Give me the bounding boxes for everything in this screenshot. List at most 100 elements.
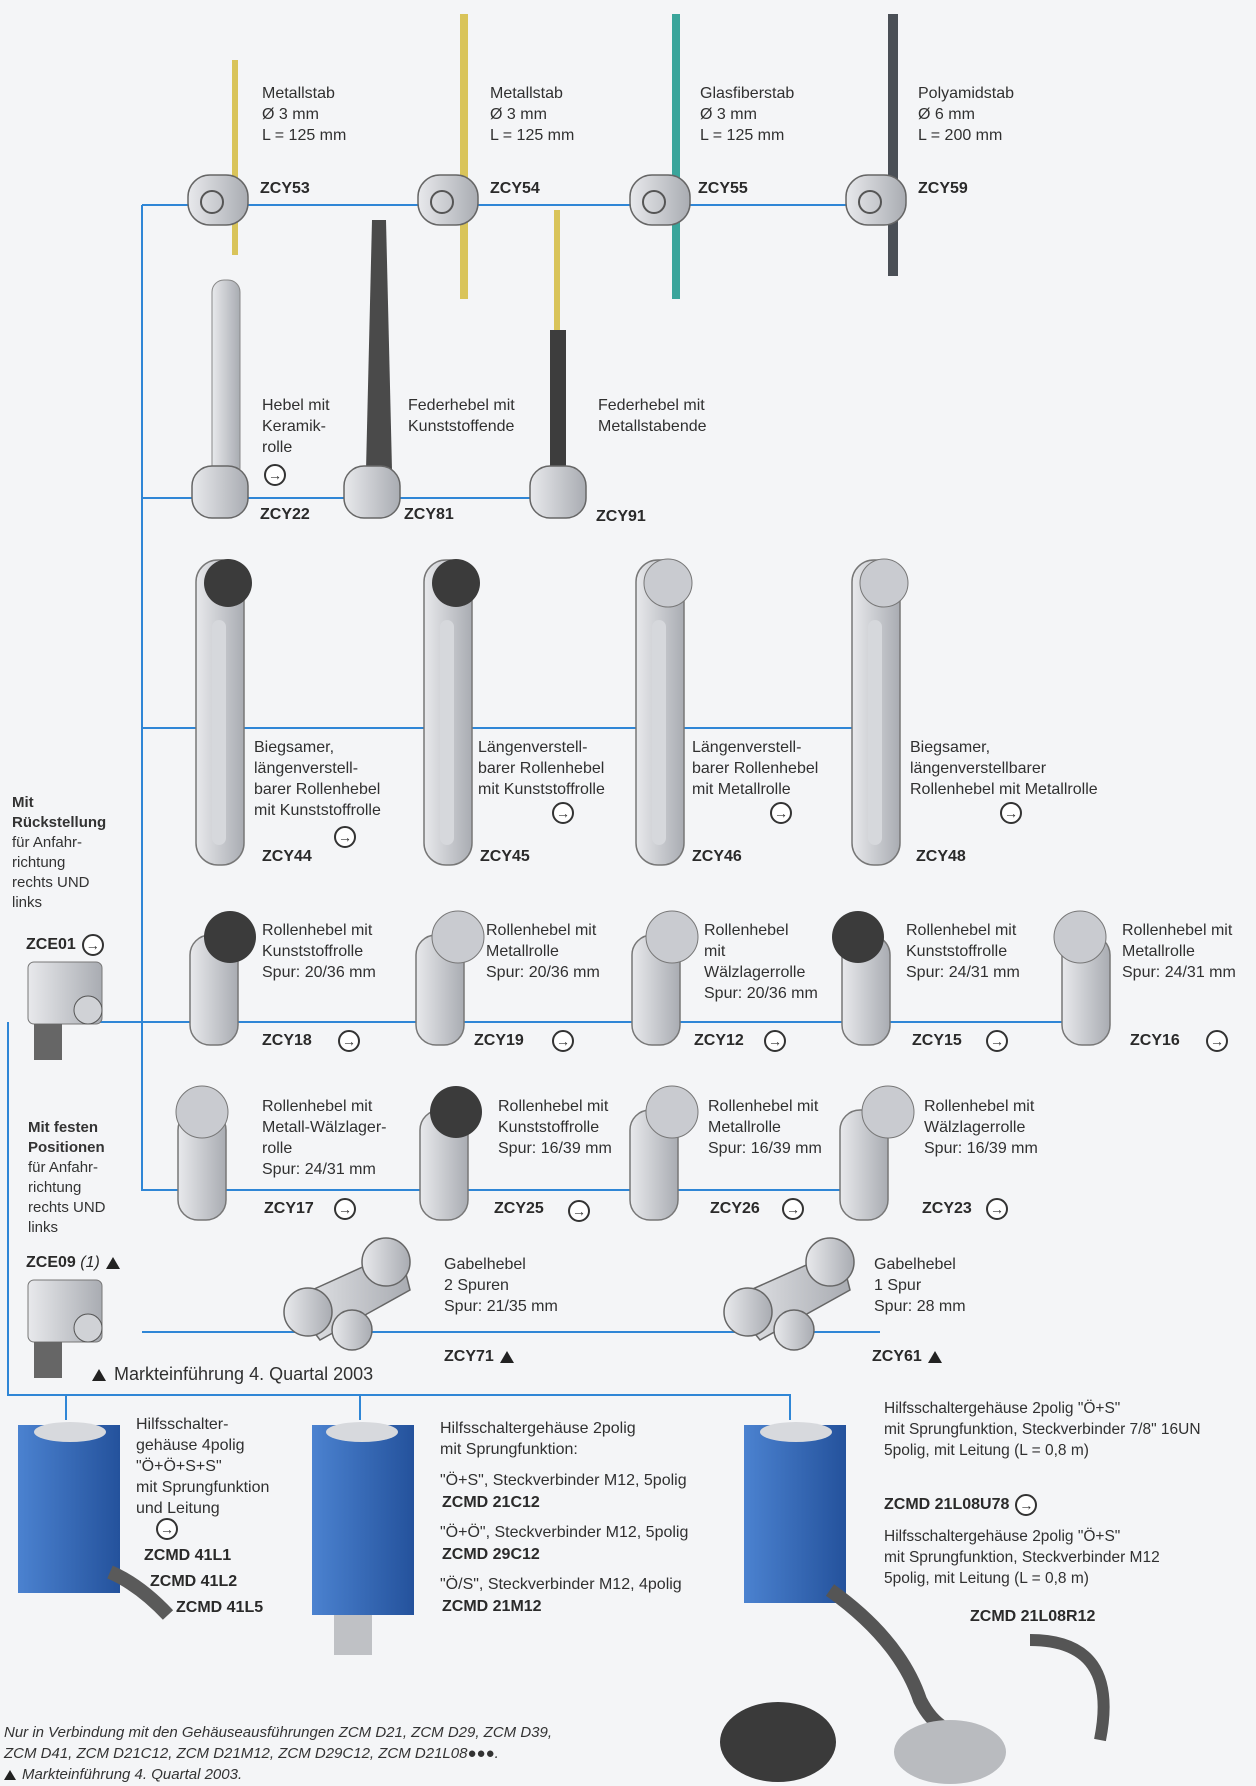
- arrow-icon: →: [552, 1030, 574, 1052]
- code-zcy54: ZCY54: [490, 180, 540, 197]
- arrow-icon: →: [264, 464, 286, 486]
- footer-line3: Markteinführung 4. Quartal 2003.: [4, 1766, 242, 1783]
- housing2-item3: "Ö/S", Steckverbinder M12, 4polig: [440, 1576, 682, 1593]
- code-zcy55: ZCY55: [698, 180, 748, 197]
- code-zcy59: ZCY59: [918, 180, 968, 197]
- rod-desc-zcy53: Metallstab Ø 3 mm L = 125 mm: [262, 85, 347, 144]
- adjustable-lever-illustrations: [195, 558, 909, 866]
- code-zcmd41l5: ZCMD 41L5: [176, 1599, 264, 1616]
- code-zcy17: ZCY17: [264, 1200, 314, 1217]
- lever-desc-zcy91: Federhebel mit Metallstabende: [598, 397, 707, 435]
- adj-desc-zcy45: Längenverstell- barer Rollenhebel mit Ku…: [478, 739, 605, 798]
- lever-illustrations: [191, 210, 587, 519]
- roller-desc-zcy15: Rollenhebel mit Kunststoffrolle Spur: 24…: [906, 922, 1020, 981]
- side-reset-text: für Anfahr- richtung rechts UND links: [12, 834, 90, 911]
- side-reset-label: Mit Rückstellung für Anfahr- richtung re…: [12, 793, 132, 913]
- roller-desc-zcy18: Rollenhebel mit Kunststoffrolle Spur: 20…: [262, 922, 376, 981]
- fixed-note: (1): [80, 1254, 100, 1271]
- arrow-icon: →: [334, 826, 356, 848]
- arrow-icon: →: [1206, 1030, 1228, 1052]
- triangle-icon: [499, 1350, 514, 1363]
- roller-desc-zcy12: Rollenhebel mit Wälzlagerrolle Spur: 20/…: [704, 922, 818, 1002]
- code-zcy15: ZCY15: [912, 1032, 962, 1049]
- code-zcy45: ZCY45: [480, 848, 530, 865]
- side-fixed-text: für Anfahr- richtung rechts UND links: [28, 1159, 106, 1236]
- rod-desc-zcy55: Glasfiberstab Ø 3 mm L = 125 mm: [700, 85, 795, 144]
- housing3-desc2: Hilfsschaltergehäuse 2polig "Ö+S" mit Sp…: [884, 1528, 1160, 1587]
- housing2-item1: "Ö+S", Steckverbinder M12, 5polig: [440, 1472, 687, 1489]
- code-zcmd21l08u78: ZCMD 21L08U78→: [884, 1494, 1038, 1516]
- roller-desc-zcy26: Rollenhebel mit Metallrolle Spur: 16/39 …: [708, 1098, 822, 1157]
- lever-desc-zcy22: Hebel mit Keramik- rolle: [262, 397, 330, 456]
- adj-desc-zcy46: Längenverstell- barer Rollenhebel mit Me…: [692, 739, 819, 798]
- arrow-icon: →: [81, 934, 104, 956]
- arrow-icon: →: [782, 1198, 804, 1220]
- code-zcy91: ZCY91: [596, 508, 646, 525]
- lever-desc-zcy81: Federhebel mit Kunststoffende: [408, 397, 515, 435]
- triangle-icon: [92, 1369, 106, 1382]
- arrow-icon: →: [568, 1200, 590, 1222]
- code-zcmd29c12: ZCMD 29C12: [442, 1546, 540, 1563]
- roller-row2-illustrations: [175, 1085, 915, 1221]
- housing-illustrations: [18, 1422, 1110, 1784]
- code-zcmd41l2: ZCMD 41L2: [150, 1573, 238, 1590]
- code-zce01: ZCE01→: [26, 934, 104, 956]
- side-fixed-title: Mit festen Positionen: [28, 1119, 105, 1156]
- arrow-icon: →: [986, 1198, 1008, 1220]
- footer-line3-text: Markteinführung 4. Quartal 2003.: [22, 1766, 243, 1783]
- code-zcy81: ZCY81: [404, 506, 454, 523]
- code-zcmd21m12: ZCMD 21M12: [442, 1598, 542, 1615]
- roller-desc-zcy17: Rollenhebel mit Metall-Wälzlager- rolle …: [262, 1098, 387, 1178]
- adj-desc-zcy48: Biegsamer, längenverstellbarer Rollenheb…: [910, 739, 1098, 798]
- code-zcy61: ZCY61: [872, 1348, 942, 1366]
- footer-line1: Nur in Verbindung mit den Gehäuseausführ…: [4, 1724, 553, 1741]
- code-zcy18: ZCY18: [262, 1032, 312, 1049]
- code-zcmd21c12: ZCMD 21C12: [442, 1494, 540, 1511]
- housing2-item2: "Ö+Ö", Steckverbinder M12, 5polig: [440, 1524, 689, 1541]
- code-zcy23: ZCY23: [922, 1200, 972, 1217]
- roller-row1-illustrations: [189, 910, 1111, 1046]
- housing1-desc: Hilfsschalter- gehäuse 4polig "Ö+Ö+S+S" …: [136, 1416, 270, 1517]
- footer-line2: ZCM D41, ZCM D21C12, ZCM D21M12, ZCM D29…: [4, 1745, 499, 1762]
- market-note-text: Markteinführung 4. Quartal 2003: [114, 1364, 374, 1384]
- code-zce09: ZCE09 (1): [26, 1254, 120, 1272]
- market-note: Markteinführung 4. Quartal 2003: [92, 1364, 373, 1385]
- arrow-icon: →: [770, 802, 792, 824]
- code-zcmd21l08r12: ZCMD 21L08R12: [970, 1608, 1096, 1625]
- housing3-desc1: Hilfsschaltergehäuse 2polig "Ö+S" mit Sp…: [884, 1400, 1201, 1459]
- adj-desc-zcy44: Biegsamer, längenverstell- barer Rollenh…: [254, 739, 381, 819]
- arrow-icon: →: [552, 802, 574, 824]
- code-zcy48: ZCY48: [916, 848, 966, 865]
- code-zcy25: ZCY25: [494, 1200, 544, 1217]
- arrow-icon: →: [986, 1030, 1008, 1052]
- side-reset-title: Mit Rückstellung: [12, 794, 107, 831]
- rod-desc-zcy59: Polyamidstab Ø 6 mm L = 200 mm: [918, 85, 1015, 144]
- code-zcy16: ZCY16: [1130, 1032, 1180, 1049]
- head-illustrations: [27, 961, 103, 1378]
- arrow-icon: →: [156, 1518, 178, 1540]
- code-zcy12: ZCY12: [694, 1032, 744, 1049]
- arrow-icon: →: [338, 1030, 360, 1052]
- roller-desc-zcy19: Rollenhebel mit Metallrolle Spur: 20/36 …: [486, 922, 600, 981]
- code-zcy71: ZCY71: [444, 1348, 514, 1366]
- rod-desc-zcy54: Metallstab Ø 3 mm L = 125 mm: [490, 85, 575, 144]
- roller-desc-zcy25: Rollenhebel mit Kunststoffrolle Spur: 16…: [498, 1098, 612, 1157]
- arrow-icon: →: [1015, 1494, 1038, 1516]
- code-zcy26: ZCY26: [710, 1200, 760, 1217]
- triangle-icon: [105, 1256, 120, 1269]
- rod-illustrations: [187, 14, 907, 299]
- housing2-title: Hilfsschaltergehäuse 2polig mit Sprungfu…: [440, 1420, 636, 1458]
- code-zcy46: ZCY46: [692, 848, 742, 865]
- code-zcmd41l1: ZCMD 41L1: [144, 1547, 232, 1564]
- code-zcy19: ZCY19: [474, 1032, 524, 1049]
- arrow-icon: →: [1000, 802, 1022, 824]
- roller-desc-zcy23: Rollenhebel mit Wälzlagerrolle Spur: 16/…: [924, 1098, 1038, 1157]
- fork-desc-zcy71: Gabelhebel 2 Spuren Spur: 21/35 mm: [444, 1256, 558, 1315]
- side-fixed-label: Mit festen Positionen für Anfahr- richtu…: [28, 1118, 148, 1238]
- code-zcy22: ZCY22: [260, 506, 310, 523]
- roller-desc-zcy16: Rollenhebel mit Metallrolle Spur: 24/31 …: [1122, 922, 1236, 981]
- code-zcy44: ZCY44: [262, 848, 312, 865]
- triangle-icon: [927, 1350, 942, 1363]
